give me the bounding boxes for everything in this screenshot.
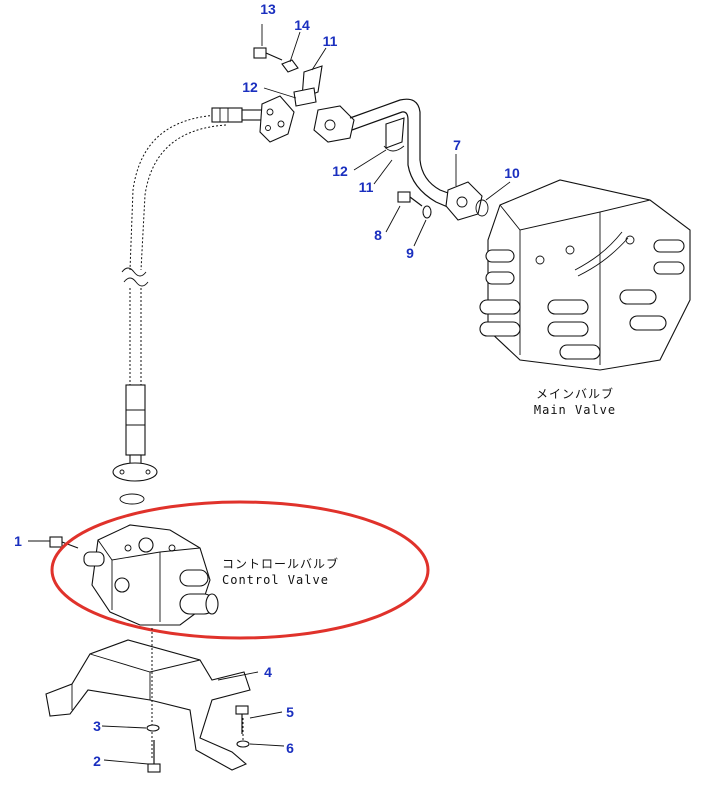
control-valve: コントロールバルブ Control Valve (49, 524, 339, 626)
callout-12-top: 12 (242, 79, 258, 95)
bracket-assembly (45, 628, 251, 773)
callout-3: 3 (93, 718, 101, 734)
control-valve-label-en: Control Valve (222, 573, 329, 587)
main-valve-label-jp: メインバルブ (536, 386, 614, 401)
control-valve-label-jp: コントロールバルブ (222, 556, 339, 571)
callout-11-top: 11 (323, 33, 338, 49)
main-valve: メインバルブ Main Valve (479, 179, 691, 417)
leader-lines (28, 24, 511, 765)
callout-4: 4 (264, 664, 272, 680)
callout-11-mid: 11 (359, 179, 374, 195)
callout-9: 9 (406, 245, 414, 261)
callout-8: 8 (374, 227, 382, 243)
main-valve-label-en: Main Valve (534, 403, 616, 417)
callout-1: 1 (14, 533, 22, 549)
tube-assembly (253, 47, 489, 221)
callout-13: 13 (260, 1, 276, 17)
callout-5: 5 (286, 704, 294, 720)
callout-12-mid: 12 (332, 163, 348, 179)
callout-6: 6 (286, 740, 294, 756)
callout-10: 10 (504, 165, 520, 181)
callout-7: 7 (453, 137, 461, 153)
highlight-ellipse (50, 500, 430, 640)
callout-numbers: 13 14 11 12 12 11 7 10 8 9 1 4 3 5 6 2 (14, 1, 520, 769)
callout-2: 2 (93, 753, 101, 769)
callout-14: 14 (294, 17, 310, 33)
hose-assembly (112, 107, 263, 505)
